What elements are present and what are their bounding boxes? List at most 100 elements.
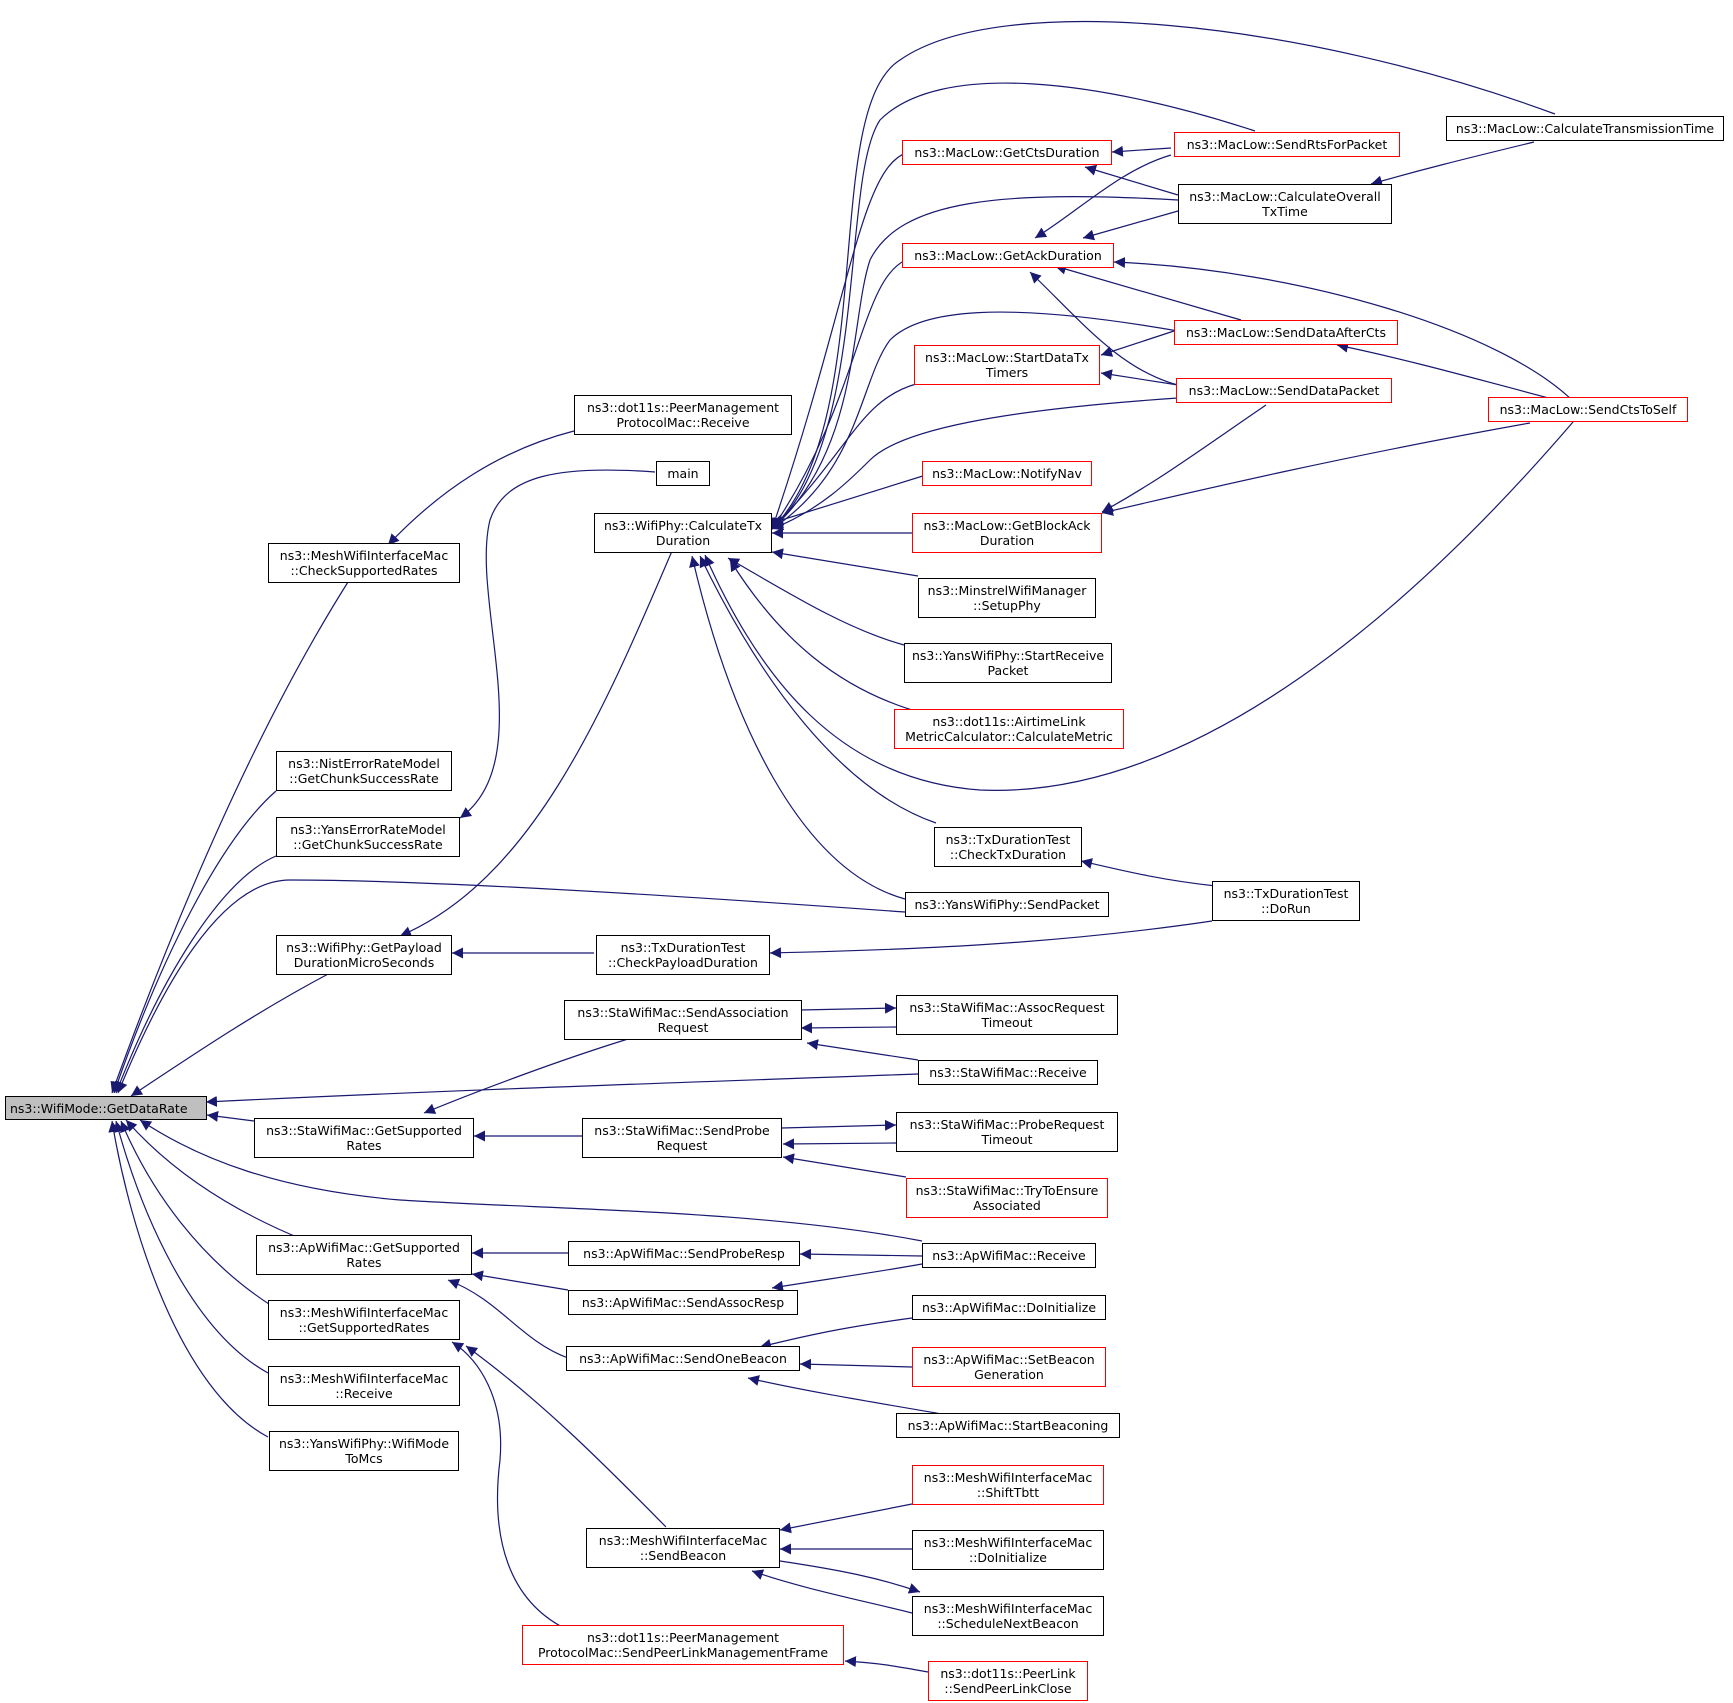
edge-send-rts-calc-tx	[771, 82, 1256, 530]
node-txtest-check-payload-duration[interactable]: ns3::TxDurationTest ::CheckPayloadDurati…	[596, 935, 770, 975]
node-wifimode-getdatarate[interactable]: ns3::WifiMode::GetDataRate	[5, 1096, 207, 1120]
edge-yans-send-calc-tx	[689, 555, 906, 900]
node-ap-receive[interactable]: ns3::ApWifiMac::Receive	[922, 1243, 1096, 1268]
node-yans-start-receive-packet[interactable]: ns3::YansWifiPhy::StartReceive Packet	[904, 643, 1112, 683]
node-mesh-send-beacon[interactable]: ns3::MeshWifiInterfaceMac ::SendBeacon	[586, 1528, 780, 1568]
edge-start-data-tx-calc-tx	[771, 383, 917, 530]
node-mesh-receive[interactable]: ns3::MeshWifiInterfaceMac ::Receive	[268, 1366, 460, 1406]
node-ap-start-beaconing[interactable]: ns3::ApWifiMac::StartBeaconing	[896, 1413, 1120, 1438]
edge-send-data-pkt-start-data-tx	[1100, 369, 1179, 386]
edge-ap-receive-assoc-resp	[771, 1263, 923, 1292]
node-ap-do-initialize[interactable]: ns3::ApWifiMac::DoInitialize	[912, 1295, 1106, 1320]
node-maclow-calculate-transmission-time[interactable]: ns3::MacLow::CalculateTransmissionTime	[1446, 116, 1724, 141]
edge-assoc-timeout-assoc-req	[800, 1022, 897, 1034]
node-sta-receive[interactable]: ns3::StaWifiMac::Receive	[918, 1060, 1098, 1085]
node-sta-send-probe-request[interactable]: ns3::StaWifiMac::SendProbe Request	[582, 1118, 782, 1158]
edge-assoc-resp-ap-getsup	[471, 1270, 569, 1291]
node-maclow-get-cts-duration[interactable]: ns3::MacLow::GetCtsDuration	[902, 140, 1112, 165]
node-maclow-send-data-packet[interactable]: ns3::MacLow::SendDataPacket	[1176, 378, 1392, 403]
edge-sta-receive-assoc-req	[806, 1039, 919, 1061]
edge-send-data-cts-calc-tx	[771, 311, 1179, 530]
node-ap-get-supported-rates[interactable]: ns3::ApWifiMac::GetSupported Rates	[256, 1235, 472, 1275]
node-pmp-receive[interactable]: ns3::dot11s::PeerManagement ProtocolMac:…	[574, 395, 792, 435]
node-maclow-notify-nav[interactable]: ns3::MacLow::NotifyNav	[922, 461, 1092, 486]
edge-mesh-sendbeacon-mesh-schedule	[779, 1560, 921, 1594]
edge-yans-send-root	[117, 879, 906, 1094]
edge-ap-receive-probe-resp	[799, 1248, 923, 1260]
edge-beacon-ap-getsup	[447, 1278, 569, 1359]
edge-yans-start-rx-calc-tx	[727, 557, 905, 646]
edge-mesh-getsup-root	[120, 1120, 273, 1307]
edge-get-cts-calc-tx	[770, 152, 907, 530]
node-mesh-schedule-next-beacon[interactable]: ns3::MeshWifiInterfaceMac ::ScheduleNext…	[912, 1596, 1104, 1636]
node-ap-send-probe-resp[interactable]: ns3::ApWifiMac::SendProbeResp	[568, 1241, 800, 1266]
edge-yans-mcs-root	[108, 1120, 269, 1438]
node-nist-get-chunk-success-rate[interactable]: ns3::NistErrorRateModel ::GetChunkSucces…	[276, 751, 452, 791]
node-minstrel-setup-phy[interactable]: ns3::MinstrelWifiManager ::SetupPhy	[918, 578, 1096, 618]
node-mesh-check-supported-rates[interactable]: ns3::MeshWifiInterfaceMac ::CheckSupport…	[268, 543, 460, 583]
edge-send-data-cts-start-data-tx	[1100, 330, 1175, 357]
node-airtime-calculate-metric[interactable]: ns3::dot11s::AirtimeLink MetricCalculato…	[894, 709, 1124, 749]
node-ap-set-beacon-generation[interactable]: ns3::ApWifiMac::SetBeacon Generation	[912, 1347, 1106, 1387]
node-maclow-get-ack-duration[interactable]: ns3::MacLow::GetAckDuration	[902, 243, 1114, 268]
edge-payload-root	[130, 972, 331, 1097]
node-sta-probe-request-timeout[interactable]: ns3::StaWifiMac::ProbeRequest Timeout	[896, 1112, 1118, 1152]
node-sta-get-supported-rates[interactable]: ns3::StaWifiMac::GetSupported Rates	[254, 1118, 474, 1158]
node-txtest-do-run[interactable]: ns3::TxDurationTest ::DoRun	[1212, 881, 1360, 921]
edge-sta-getsup-root	[206, 1110, 255, 1122]
node-sta-send-association-request[interactable]: ns3::StaWifiMac::SendAssociation Request	[564, 1000, 802, 1040]
edge-mesh-shift-mesh-sendbeacon	[779, 1503, 913, 1534]
edge-probe-probe-timeout	[781, 1119, 897, 1131]
edge-yans-chunk-root	[114, 855, 277, 1094]
edge-ap-receive-root	[139, 1119, 923, 1242]
edge-ap-startbeacon-beacon	[747, 1375, 943, 1415]
edge-send-data-pkt-block-ack	[1101, 404, 1267, 513]
edge-mesh-sendbeacon-mesh-getsup	[465, 1345, 667, 1528]
edge-calc-tx-time-calc-overall	[1370, 141, 1535, 187]
node-mesh-get-supported-rates[interactable]: ns3::MeshWifiInterfaceMac ::GetSupported…	[268, 1300, 460, 1340]
edge-nist-root	[112, 790, 277, 1094]
node-maclow-send-data-after-cts[interactable]: ns3::MacLow::SendDataAfterCts	[1174, 320, 1398, 345]
edge-calc-overall-get-cts	[1084, 164, 1179, 196]
edge-calc-overall-get-ack	[1082, 210, 1179, 241]
edge-calc-tx-time-calc-tx	[771, 20, 1556, 530]
edge-mesh-schedule-mesh-sendbeacon	[751, 1569, 913, 1614]
node-yans-get-chunk-success-rate[interactable]: ns3::YansErrorRateModel ::GetChunkSucces…	[276, 817, 460, 857]
edge-calc-overall-calc-tx	[771, 196, 1179, 530]
node-main[interactable]: main	[656, 461, 710, 486]
node-txtest-check-tx-duration[interactable]: ns3::TxDurationTest ::CheckTxDuration	[934, 827, 1082, 867]
edge-txtest-run-txtest-payload	[769, 920, 1213, 959]
edge-assoc-req-assoc-timeout	[799, 1002, 897, 1014]
edge-assoc-req-sta-getsup	[423, 1038, 629, 1114]
edge-peerlink-close-pmp-sendframe	[844, 1656, 929, 1673]
edge-mesh-receive-root	[113, 1120, 269, 1374]
edge-notify-nav-calc-tx	[771, 474, 927, 525]
edge-calc-tx-payload	[399, 550, 673, 937]
node-pmp-send-peer-link-management-frame[interactable]: ns3::dot11s::PeerManagement ProtocolMac:…	[522, 1625, 844, 1665]
edge-send-cts-self-send-data-cts	[1336, 341, 1561, 402]
node-maclow-calculate-overall-tx-time[interactable]: ns3::MacLow::CalculateOverall TxTime	[1178, 184, 1392, 224]
node-peerlink-send-peer-link-close[interactable]: ns3::dot11s::PeerLink ::SendPeerLinkClos…	[928, 1661, 1088, 1701]
node-sta-assoc-request-timeout[interactable]: ns3::StaWifiMac::AssocRequest Timeout	[896, 995, 1118, 1035]
edge-sta-receive-root	[205, 1073, 919, 1107]
edge-send-cts-self-block-ack	[1101, 422, 1531, 516]
node-yans-wifimode-to-mcs[interactable]: ns3::YansWifiPhy::WifiMode ToMcs	[269, 1431, 459, 1471]
node-maclow-send-cts-to-self[interactable]: ns3::MacLow::SendCtsToSelf	[1488, 397, 1688, 422]
node-maclow-send-rts-for-packet[interactable]: ns3::MacLow::SendRtsForPacket	[1174, 132, 1400, 157]
edge-ap-doinit-beacon	[759, 1317, 913, 1350]
edge-main-yans-chunk	[459, 469, 656, 819]
node-mesh-shift-tbtt[interactable]: ns3::MeshWifiInterfaceMac ::ShiftTbtt	[912, 1465, 1104, 1505]
node-yans-send-packet[interactable]: ns3::YansWifiPhy::SendPacket	[905, 892, 1109, 917]
node-ap-send-assoc-resp[interactable]: ns3::ApWifiMac::SendAssocResp	[568, 1290, 798, 1315]
node-wifiphy-calculate-tx-duration[interactable]: ns3::WifiPhy::CalculateTx Duration	[594, 513, 772, 553]
edge-pmp-sendframe-mesh-getsup	[451, 1341, 565, 1629]
node-sta-try-to-ensure-associated[interactable]: ns3::StaWifiMac::TryToEnsure Associated	[906, 1178, 1108, 1218]
node-maclow-start-data-tx-timers[interactable]: ns3::MacLow::StartDataTx Timers	[914, 345, 1100, 385]
node-mesh-do-initialize[interactable]: ns3::MeshWifiInterfaceMac ::DoInitialize	[912, 1530, 1104, 1570]
node-ap-send-one-beacon[interactable]: ns3::ApWifiMac::SendOneBeacon	[566, 1346, 800, 1371]
node-wifiphy-get-payload-duration[interactable]: ns3::WifiPhy::GetPayload DurationMicroSe…	[276, 935, 452, 975]
edge-send-cts-self-calc-tx	[704, 421, 1574, 791]
edge-txtest-check-calc-tx	[699, 555, 937, 824]
edge-try-ensure-probe	[782, 1153, 907, 1178]
node-maclow-get-block-ack-duration[interactable]: ns3::MacLow::GetBlockAck Duration	[912, 513, 1102, 553]
